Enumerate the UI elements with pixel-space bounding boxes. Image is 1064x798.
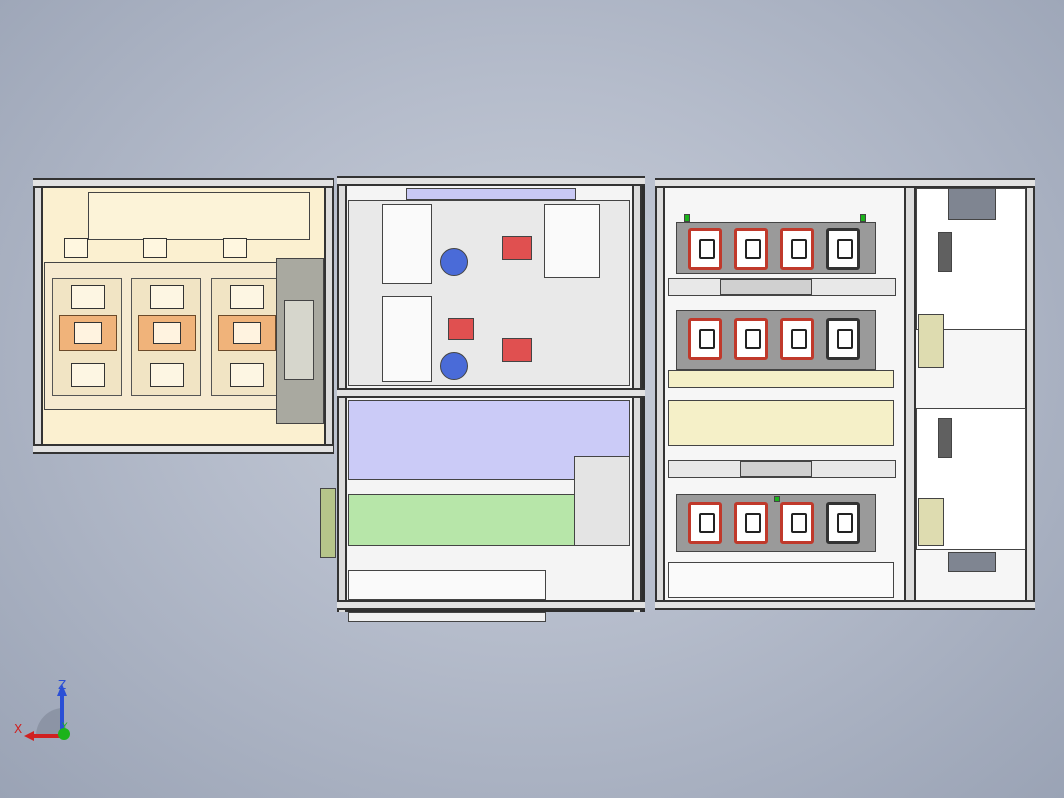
vision-camera-lower[interactable] [440, 352, 468, 380]
bracket-2 [143, 238, 167, 258]
bracket-3 [223, 238, 247, 258]
fixture-station-2[interactable] [131, 278, 201, 396]
center-bottom-sill [348, 612, 546, 622]
test-nest[interactable] [734, 502, 768, 544]
test-nest[interactable] [826, 502, 860, 544]
left-module-top-plate [88, 192, 310, 240]
sensor-indicator [774, 496, 780, 502]
center-module-mid-beam [337, 388, 645, 398]
left-module-actuator-rail [284, 300, 314, 380]
left-module-post-left [33, 178, 43, 454]
view-triad[interactable]: Z X Y [14, 678, 84, 748]
servo-motor-lower[interactable] [938, 418, 952, 458]
center-module-bottom-beam [337, 600, 645, 610]
cylinder-housing-lower [918, 498, 944, 546]
servo-slide-lower-carriage[interactable] [740, 461, 812, 477]
right-module-post-left [655, 178, 665, 610]
fixture-station-3[interactable] [211, 278, 281, 396]
right-module-post-right [1025, 178, 1035, 610]
yellow-cylinder-upper [668, 370, 894, 388]
test-nest[interactable] [780, 318, 814, 360]
right-module-top-beam [655, 178, 1035, 188]
test-nest[interactable] [734, 318, 768, 360]
test-nest[interactable] [826, 228, 860, 270]
servo-motor-upper[interactable] [938, 232, 952, 272]
right-dark-window-lower [948, 552, 996, 572]
fixture-pad [59, 315, 117, 351]
right-bottom-plate [668, 562, 894, 598]
fixture-top-clamp [150, 285, 184, 309]
right-module-bottom-beam [655, 600, 1035, 610]
test-nest[interactable] [688, 502, 722, 544]
left-module-bottom-beam [33, 444, 333, 454]
vision-camera-upper[interactable] [440, 248, 468, 276]
fixture-top-clamp [230, 285, 264, 309]
yellow-cylinder-lower [668, 400, 894, 446]
center-plate-3 [544, 204, 600, 278]
axis-triad-icon [24, 684, 70, 741]
fixture-station-1[interactable] [52, 278, 122, 396]
fixture-top-clamp [71, 285, 105, 309]
center-pick-head[interactable] [574, 456, 630, 546]
red-coil-upper [502, 236, 532, 260]
center-plate-1 [382, 204, 432, 284]
center-top-lavender-strip [406, 188, 576, 200]
center-module-top-beam [337, 176, 645, 186]
left-module-top-beam [33, 178, 333, 188]
test-nest[interactable] [780, 228, 814, 270]
servo-slide-upper-carriage[interactable] [720, 279, 812, 295]
center-plate-2 [382, 296, 432, 382]
test-nest[interactable] [826, 318, 860, 360]
sensor-indicator [684, 214, 690, 222]
red-coil-lower [502, 338, 532, 362]
fixture-pad [218, 315, 276, 351]
red-gripper [448, 318, 474, 340]
bracket-1 [64, 238, 88, 258]
test-nest[interactable] [780, 502, 814, 544]
left-module-post-right [324, 178, 334, 454]
right-module-post-mid [904, 178, 916, 610]
axis-y-label: Y [62, 722, 68, 732]
center-lower-tray [348, 570, 546, 600]
test-nest[interactable] [734, 228, 768, 270]
fixture-bottom-clamp [150, 363, 184, 387]
axis-z-label: Z [58, 678, 67, 692]
test-nest[interactable] [688, 318, 722, 360]
sensor-indicator [860, 214, 866, 222]
test-nest[interactable] [688, 228, 722, 270]
right-dark-window-upper [948, 188, 996, 220]
left-side-control-box[interactable] [320, 488, 336, 558]
fixture-pad [138, 315, 196, 351]
cylinder-housing-upper [918, 314, 944, 368]
fixture-bottom-clamp [230, 363, 264, 387]
fixture-bottom-clamp [71, 363, 105, 387]
axis-x-label: X [14, 722, 23, 736]
